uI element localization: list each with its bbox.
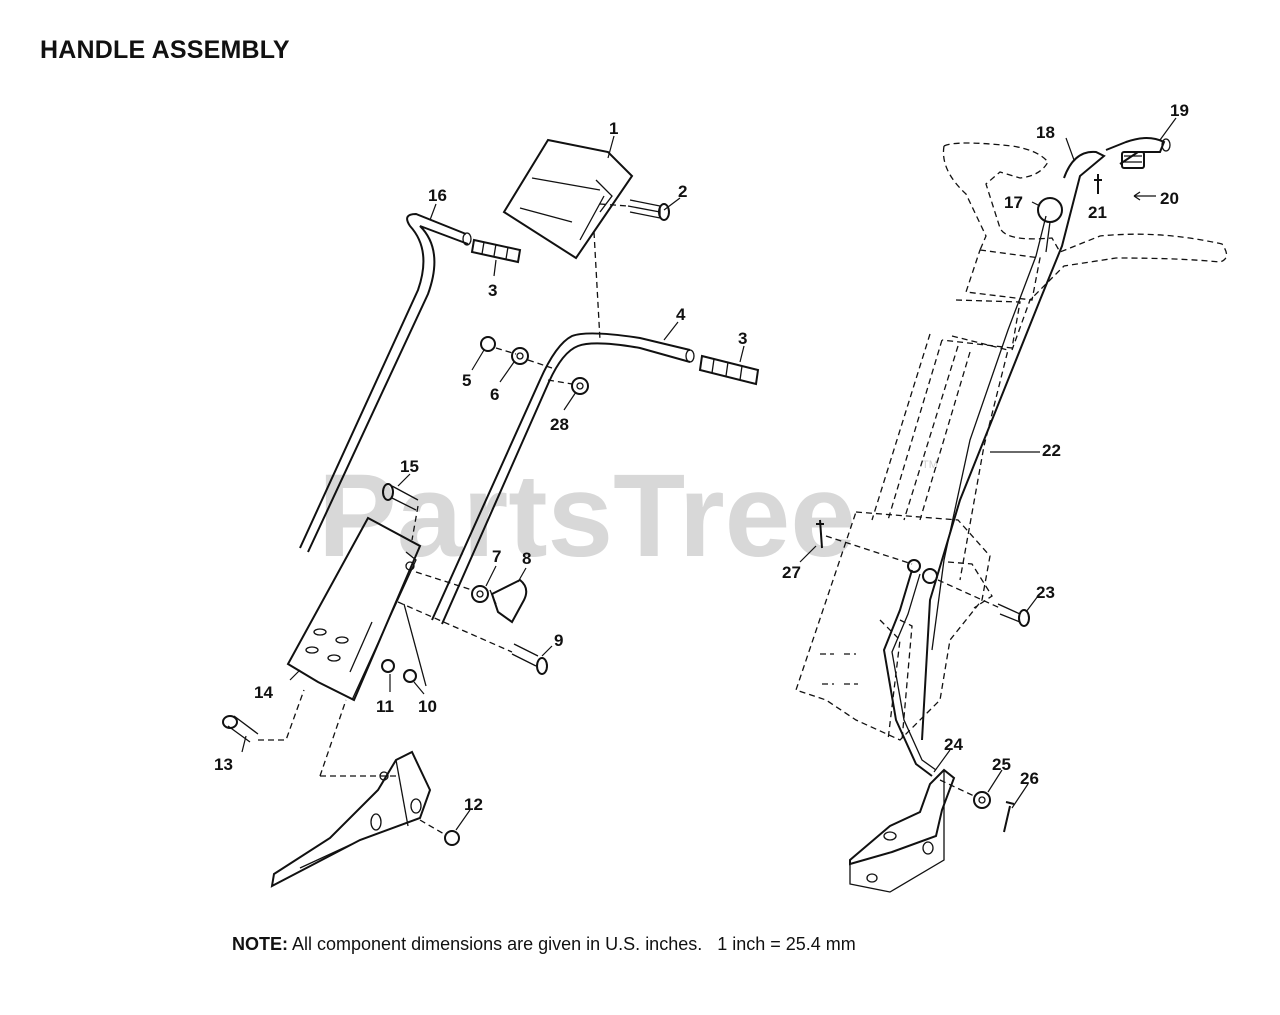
callout-21: 21 xyxy=(1088,203,1107,222)
callout-13: 13 xyxy=(214,755,233,774)
part-26-cotter-pin xyxy=(1003,801,1015,833)
callout-15: 15 xyxy=(400,457,419,476)
callout-20: 20 xyxy=(1160,189,1179,208)
part-20-switch xyxy=(1121,151,1156,201)
part-16-handle-tube xyxy=(299,212,472,553)
part-6-washer xyxy=(511,347,553,369)
part-28-washer xyxy=(547,377,589,395)
lower-bracket-left xyxy=(270,750,432,888)
callout-23: 23 xyxy=(1036,583,1055,602)
part-27-screw xyxy=(816,519,913,565)
callout-26: 26 xyxy=(1020,769,1039,788)
note-text: All component dimensions are given in U.… xyxy=(288,934,856,954)
part-8-knob xyxy=(489,578,528,624)
callout-22: 22 xyxy=(1042,441,1061,460)
part-24-linkage-rod xyxy=(882,569,937,777)
part-4-handle-tube xyxy=(431,332,695,625)
part-10-lockwasher xyxy=(403,603,427,687)
callout-24: 24 xyxy=(944,735,963,754)
part-19-control-lever xyxy=(1105,137,1171,165)
watermark-trademark: TM xyxy=(922,459,938,471)
callout-18: 18 xyxy=(1036,123,1055,142)
callout-25: 25 xyxy=(992,755,1011,774)
callout-7: 7 xyxy=(492,547,501,566)
part-11-nut xyxy=(381,659,395,673)
part-9-bolt xyxy=(397,601,548,675)
callout-3-lower: 3 xyxy=(738,329,747,348)
callout-9: 9 xyxy=(554,631,563,650)
callout-3-upper: 3 xyxy=(488,281,497,300)
leader-lines xyxy=(241,117,1177,831)
lower-bracket-right xyxy=(849,768,956,893)
part-12-nut xyxy=(319,699,460,846)
watermark: PartsTree xyxy=(318,450,856,582)
callout-10: 10 xyxy=(418,697,437,716)
assembly-line-1-4 xyxy=(593,231,601,341)
callout-2: 2 xyxy=(678,182,687,201)
callout-27: 27 xyxy=(782,563,801,582)
callout-6: 6 xyxy=(490,385,499,404)
callout-17: 17 xyxy=(1004,193,1023,212)
part-21-pin xyxy=(1094,174,1102,194)
part-14-bracket-plate xyxy=(286,516,422,702)
callout-4: 4 xyxy=(676,305,686,324)
dimension-note: NOTE: All component dimensions are given… xyxy=(232,934,856,955)
note-label: NOTE: xyxy=(232,934,288,954)
part-3-grip-lower xyxy=(698,354,760,386)
handle-outline-dashed xyxy=(795,142,1228,741)
part-5-nut xyxy=(480,336,517,355)
callout-1: 1 xyxy=(609,119,618,138)
part-17-knob xyxy=(1037,197,1063,253)
part-22-control-rod xyxy=(921,150,1106,741)
callout-12: 12 xyxy=(464,795,483,814)
callout-16: 16 xyxy=(428,186,447,205)
callout-28: 28 xyxy=(550,415,569,434)
callout-5: 5 xyxy=(462,371,471,390)
callout-11: 11 xyxy=(376,697,394,716)
part-2-bolt xyxy=(599,199,670,221)
part-7-washer xyxy=(471,585,489,603)
part-3-grip-upper xyxy=(470,238,522,264)
diagram-title: HANDLE ASSEMBLY xyxy=(40,36,290,64)
callout-8: 8 xyxy=(522,549,531,568)
part-23-bolt xyxy=(907,559,1030,627)
part-25-washer xyxy=(939,779,991,809)
callout-14: 14 xyxy=(254,683,273,702)
part-15-bolt xyxy=(382,483,419,541)
callout-19: 19 xyxy=(1170,101,1189,120)
part-13-bolt xyxy=(222,689,305,743)
part-1-bracket xyxy=(502,138,634,260)
